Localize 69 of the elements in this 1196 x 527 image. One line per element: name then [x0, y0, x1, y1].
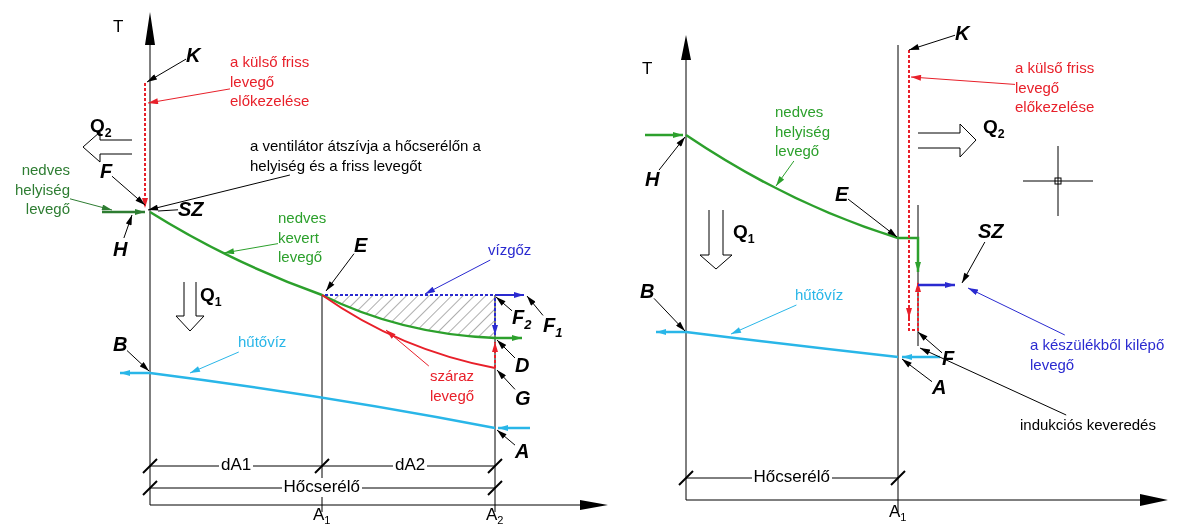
leader-line	[730, 304, 797, 335]
leader-line	[908, 34, 956, 51]
callout-text: nedves kevert levegő	[278, 208, 348, 267]
leader-line	[910, 74, 1016, 85]
point-label: B	[113, 333, 128, 355]
callout-text: a külső friss levegő előkezelése	[230, 52, 316, 111]
callout-text: indukciós keveredés	[1020, 415, 1156, 435]
heat-flow-label: Q$_{2}$	[90, 116, 112, 141]
heat-flow-label: Q$_{1}$	[733, 222, 755, 247]
point-label: G	[515, 387, 531, 409]
leader-line	[847, 198, 898, 238]
leader-line	[189, 351, 240, 374]
point-label: E	[835, 183, 849, 205]
leader-line	[496, 339, 516, 359]
leader-line	[496, 369, 516, 390]
point-label: A	[515, 440, 530, 462]
leader-line	[146, 58, 187, 83]
point-label: B	[640, 280, 655, 302]
leader-line	[126, 350, 150, 372]
point-label: F$_{1}$	[543, 314, 563, 341]
leader-line	[961, 241, 986, 284]
point-label: A	[932, 376, 947, 398]
leader-line	[111, 175, 146, 206]
leader-line	[901, 358, 933, 383]
axis-label: T	[113, 18, 124, 37]
leader-line	[495, 296, 513, 312]
callout-text: a készülékből kilépő levegő	[1030, 335, 1180, 374]
point-label: H	[645, 168, 660, 190]
point-label: K	[186, 44, 201, 66]
leader-line	[653, 297, 686, 332]
callout-text: a ventilátor átszívja a hőcserélőn a helyiség és a friss levegőt	[250, 136, 488, 175]
leader-line	[123, 214, 133, 239]
callout-text: a külső friss levegő előkezelése	[1015, 58, 1101, 117]
dimension-label: Hőcserélő	[281, 478, 363, 497]
leader-line	[526, 295, 544, 316]
leader-line	[919, 347, 1067, 416]
callout-text: száraz levegő	[420, 366, 484, 405]
leader-line	[147, 88, 231, 105]
point-label: D	[515, 354, 530, 376]
axis-label: A$_{1}$	[313, 506, 331, 527]
leader-line	[967, 287, 1066, 336]
leader-line	[147, 174, 291, 211]
point-label: K	[955, 22, 970, 44]
heat-flow-label: Q$_{1}$	[200, 285, 222, 310]
callout-text: vízgőz	[488, 240, 532, 260]
leader-line	[496, 429, 516, 446]
point-label: E	[354, 234, 368, 256]
point-label: SZ	[178, 198, 204, 220]
point-label: SZ	[978, 220, 1004, 242]
point-label: F	[100, 160, 113, 182]
point-label: H	[113, 238, 128, 260]
callout-text: nedves helyiség levegő	[775, 102, 855, 161]
leader-line	[658, 136, 686, 171]
axis-label: A$_{1}$	[889, 503, 907, 524]
leader-line	[917, 331, 943, 354]
axis-label: T	[642, 60, 653, 79]
leader-line	[775, 160, 795, 187]
leader-line	[385, 329, 430, 367]
axis-label: A$_{2}$	[486, 506, 504, 527]
callout-text: hűtővíz	[238, 332, 287, 352]
leader-line	[424, 259, 491, 295]
callout-text: hűtővíz	[795, 285, 844, 305]
point-label: F$_{2}$	[512, 306, 532, 333]
leader-line	[223, 243, 279, 255]
heat-flow-label: Q$_{2}$	[983, 117, 1005, 142]
leader-line	[325, 253, 355, 292]
callout-text: nedves helyiség levegő	[0, 160, 70, 219]
leader-line	[157, 209, 179, 212]
leader-line	[69, 198, 113, 211]
